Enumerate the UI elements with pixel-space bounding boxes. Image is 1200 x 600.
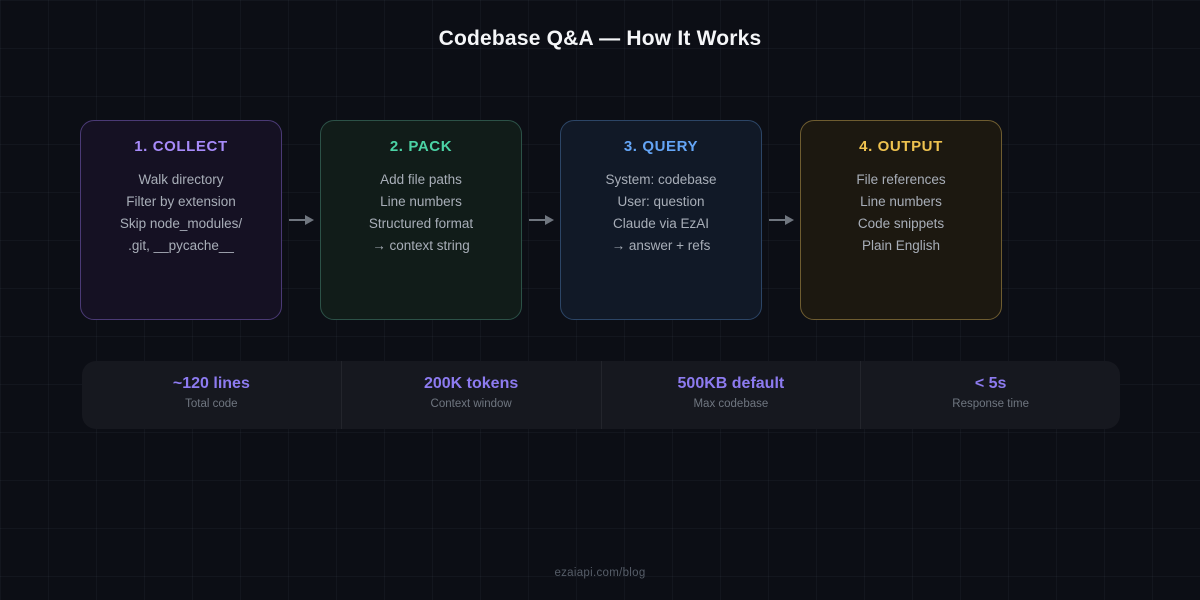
step-line: Line numbers [380,194,462,209]
step-line: Line numbers [860,194,942,209]
step-line: File references [856,172,946,187]
step-line: Filter by extension [126,194,236,209]
stat-item-response-time: < 5s Response time [860,361,1120,429]
flow-arrow-cell [762,120,800,320]
step-line: Plain English [861,238,941,253]
right-arrow-icon [528,215,554,225]
step-card-output: 4. OUTPUT File references Line numbers C… [800,120,1002,320]
stat-value: ~120 lines [172,375,250,392]
step-line: → context string [372,238,470,253]
step-line: .git, __pycache__ [128,238,234,253]
flow-arrow-cell [282,120,320,320]
step-line: System: codebase [605,172,717,187]
step-line: Structured format [368,216,474,231]
step-line: Add file paths [380,172,462,187]
stat-item-context-window: 200K tokens Context window [340,361,601,429]
step-lines: File references Line numbers Code snippe… [801,169,1001,257]
step-line: Skip node_modules/ [119,216,243,231]
step-card-collect: 1. COLLECT Walk directory Filter by exte… [80,120,282,320]
step-title: 3. QUERY [623,138,699,155]
step-line: Code snippets [857,216,945,231]
stat-label: Response time [952,398,1029,410]
footer-url: ezaiapi.com/blog [554,567,646,579]
page-title: Codebase Q&A — How It Works [438,27,762,50]
step-line: Walk directory [138,172,224,187]
stat-value: 200K tokens [423,375,519,392]
flow-diagram: 1. COLLECT Walk directory Filter by exte… [80,120,1002,320]
stat-label: Context window [430,398,512,410]
step-card-pack: 2. PACK Add file paths Line numbers Stru… [320,120,522,320]
stat-item-max-codebase: 500KB default Max codebase [600,361,861,429]
right-arrow-icon [288,215,314,225]
stat-item-total-code: ~120 lines Total code [82,361,341,429]
step-title: 1. COLLECT [134,138,228,155]
stat-label: Total code [185,398,238,410]
stat-label: Max codebase [693,398,769,410]
step-lines: Walk directory Filter by extension Skip … [81,169,281,257]
right-arrow-icon [768,215,794,225]
stat-value: < 5s [974,375,1007,392]
stat-value: 500KB default [677,375,785,392]
step-line: User: question [617,194,705,209]
flow-arrow-cell [522,120,560,320]
step-lines: Add file paths Line numbers Structured f… [321,169,521,257]
stats-bar: ~120 lines Total code 200K tokens Contex… [82,361,1120,429]
step-title: 2. PACK [389,138,453,155]
step-title: 4. OUTPUT [859,138,943,155]
step-lines: System: codebase User: question Claude v… [561,169,761,257]
step-card-query: 3. QUERY System: codebase User: question… [560,120,762,320]
step-line: → answer + refs [611,238,711,253]
step-line: Claude via EzAI [612,216,710,231]
